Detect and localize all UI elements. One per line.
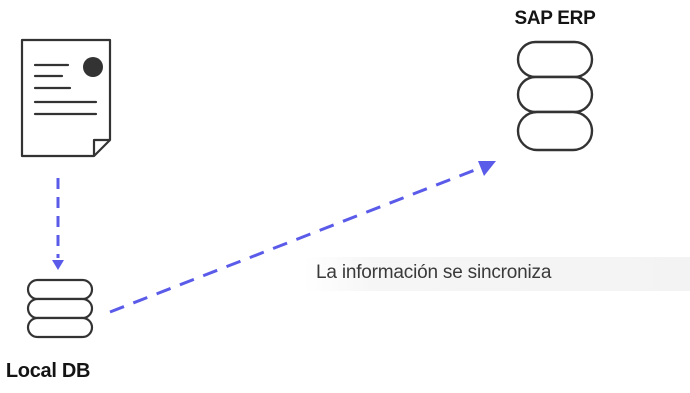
- arrow-document-to-local: [52, 178, 64, 270]
- document-icon: [20, 38, 112, 158]
- local-db-label: Local DB: [5, 360, 91, 382]
- erp-db-icon: [516, 40, 594, 152]
- sync-caption-text: La información se sincroniza: [316, 262, 552, 283]
- arrow-local-to-erp: [109, 161, 496, 314]
- erp-label: SAP ERP: [514, 8, 596, 29]
- sync-caption: La información se sincroniza: [304, 257, 690, 291]
- local-db-icon: [26, 278, 94, 339]
